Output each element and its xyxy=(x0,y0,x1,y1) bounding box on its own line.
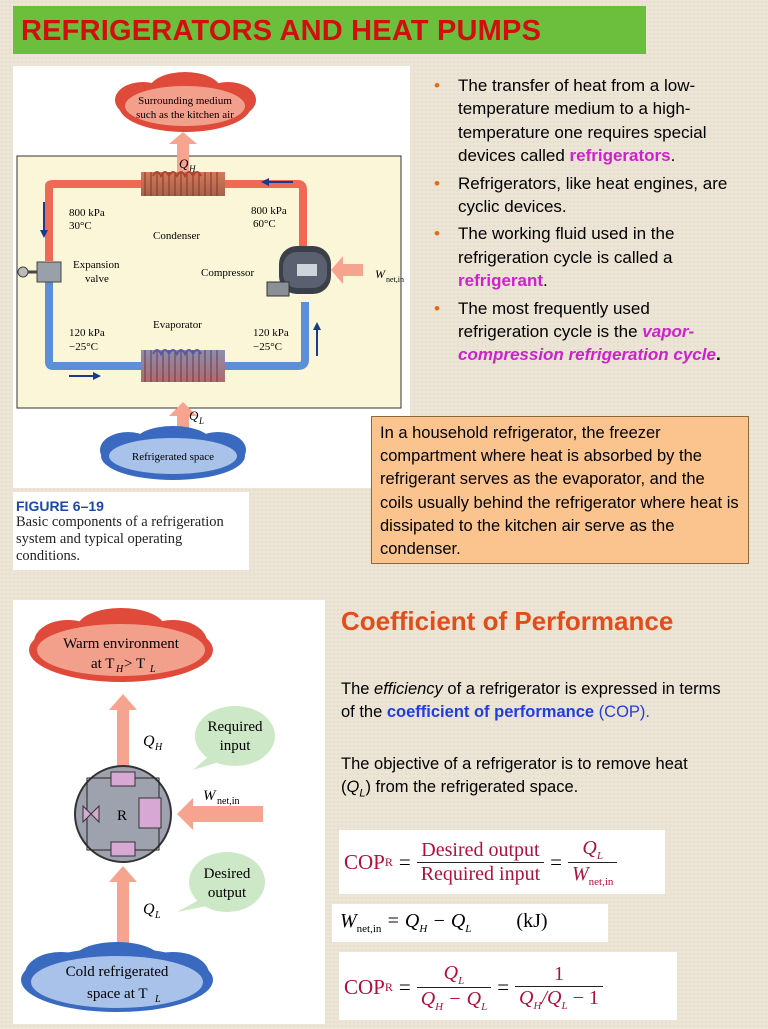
svg-text:H: H xyxy=(115,664,124,675)
page-title: REFRIGERATORS AND HEAT PUMPS xyxy=(13,6,646,54)
cold-space-cloud: Cold refrigerated space at T L xyxy=(21,942,213,1012)
top-right-pressure: 800 kPa xyxy=(251,205,287,217)
svg-text:Required: Required xyxy=(208,719,263,735)
svg-text:at T: at T xyxy=(91,656,114,672)
svg-text:output: output xyxy=(208,885,247,901)
expansion-label-1: Expansion xyxy=(73,259,120,271)
figure-caption: FIGURE 6–19 Basic components of a refrig… xyxy=(13,492,249,570)
expansion-label-2: valve xyxy=(85,273,109,285)
svg-text:net,in: net,in xyxy=(217,796,240,807)
svg-text:space at T: space at T xyxy=(87,986,148,1002)
bottom-right-pressure: 120 kPa xyxy=(253,327,289,339)
expansion-valve-icon xyxy=(17,261,62,283)
bullet-item: •The working fluid used in the refrigera… xyxy=(434,224,675,291)
bullet-item: •The transfer of heat from a low-tempera… xyxy=(434,76,707,166)
svg-text:L: L xyxy=(149,664,156,675)
evaporator-label: Evaporator xyxy=(153,319,202,331)
evaporator-coil xyxy=(141,349,225,382)
compressor-icon xyxy=(266,246,331,297)
bottom-right-temp: −25°C xyxy=(253,341,282,353)
svg-text:H: H xyxy=(188,164,196,174)
cop-figure: Warm environment at T H > T L Q H Requir… xyxy=(13,600,325,1024)
qh-label-fig1: Q xyxy=(179,156,189,171)
work-equation: Wnet,in = QH − QL (kJ) xyxy=(332,904,608,942)
bullet-item: •The most frequently used refrigeration … xyxy=(434,298,721,365)
bottom-left-temp: −25°C xyxy=(69,341,98,353)
refrigerator-r-circle: R xyxy=(74,765,172,863)
condenser-label: Condenser xyxy=(153,230,200,242)
cop-heading: Coefficient of Performance xyxy=(341,606,674,636)
top-left-pressure: 800 kPa xyxy=(69,207,105,219)
refrigerator-cop-diagram: Warm environment at T H > T L Q H Requir… xyxy=(21,608,275,1012)
cop-paragraph-2: The objective of a refrigerator is to re… xyxy=(341,755,688,799)
refrigerated-space-cloud: Refrigerated space xyxy=(100,426,246,480)
compressor-label: Compressor xyxy=(201,267,255,279)
surrounding-medium-cloud: Surrounding medium such as the kitchen a… xyxy=(115,72,256,132)
refrigeration-diagram: Surrounding medium such as the kitchen a… xyxy=(16,72,404,480)
svg-text:net,in: net,in xyxy=(386,275,404,284)
r-label: R xyxy=(117,808,127,824)
top-left-temp: 30°C xyxy=(69,220,92,232)
caption-line: system and typical operating xyxy=(16,531,183,547)
bottom-left-pressure: 120 kPa xyxy=(69,327,105,339)
svg-text:L: L xyxy=(198,416,204,426)
cold-label: Cold refrigerated xyxy=(66,964,169,980)
caption-line: conditions. xyxy=(16,548,81,564)
refrigerated-space-label: Refrigerated space xyxy=(132,451,214,463)
svg-text:input: input xyxy=(220,738,252,754)
cop-paragraph-1: The efficiency of a refrigerator is expr… xyxy=(341,680,721,721)
caption-line: Basic components of a refrigeration xyxy=(16,514,224,530)
household-refrigerator-note: In a household refrigerator, the freezer… xyxy=(371,416,749,564)
condenser-coil xyxy=(141,171,225,196)
surrounding-label-1: Surrounding medium xyxy=(138,95,232,107)
desired-output-bubble: Desired output xyxy=(177,852,265,912)
svg-text:> T: > T xyxy=(124,656,145,672)
refrigeration-system-figure: Surrounding medium such as the kitchen a… xyxy=(13,66,410,488)
svg-text:H: H xyxy=(154,742,163,753)
warm-label: Warm environment xyxy=(63,636,180,652)
wnet-label-fig1: W xyxy=(375,267,386,281)
bullet-item: •Refrigerators, like heat engines, are c… xyxy=(434,173,728,217)
svg-text:L: L xyxy=(154,910,161,921)
figure-number: FIGURE 6–19 xyxy=(16,498,104,514)
top-right-temp: 60°C xyxy=(253,218,276,230)
warm-environment-cloud: Warm environment at T H > T L xyxy=(29,608,213,682)
svg-text:Desired: Desired xyxy=(204,866,251,882)
svg-text:L: L xyxy=(154,994,161,1005)
required-input-bubble: Required input xyxy=(193,706,275,770)
ql-label-fig1: Q xyxy=(189,408,199,423)
bullet-list: •The transfer of heat from a low-tempera… xyxy=(432,74,742,371)
wnet-label-fig2: W xyxy=(203,788,217,804)
surrounding-label-2: such as the kitchen air xyxy=(136,109,234,121)
ql-label-fig2: Q xyxy=(143,901,155,918)
qh-label-fig2: Q xyxy=(143,733,155,750)
